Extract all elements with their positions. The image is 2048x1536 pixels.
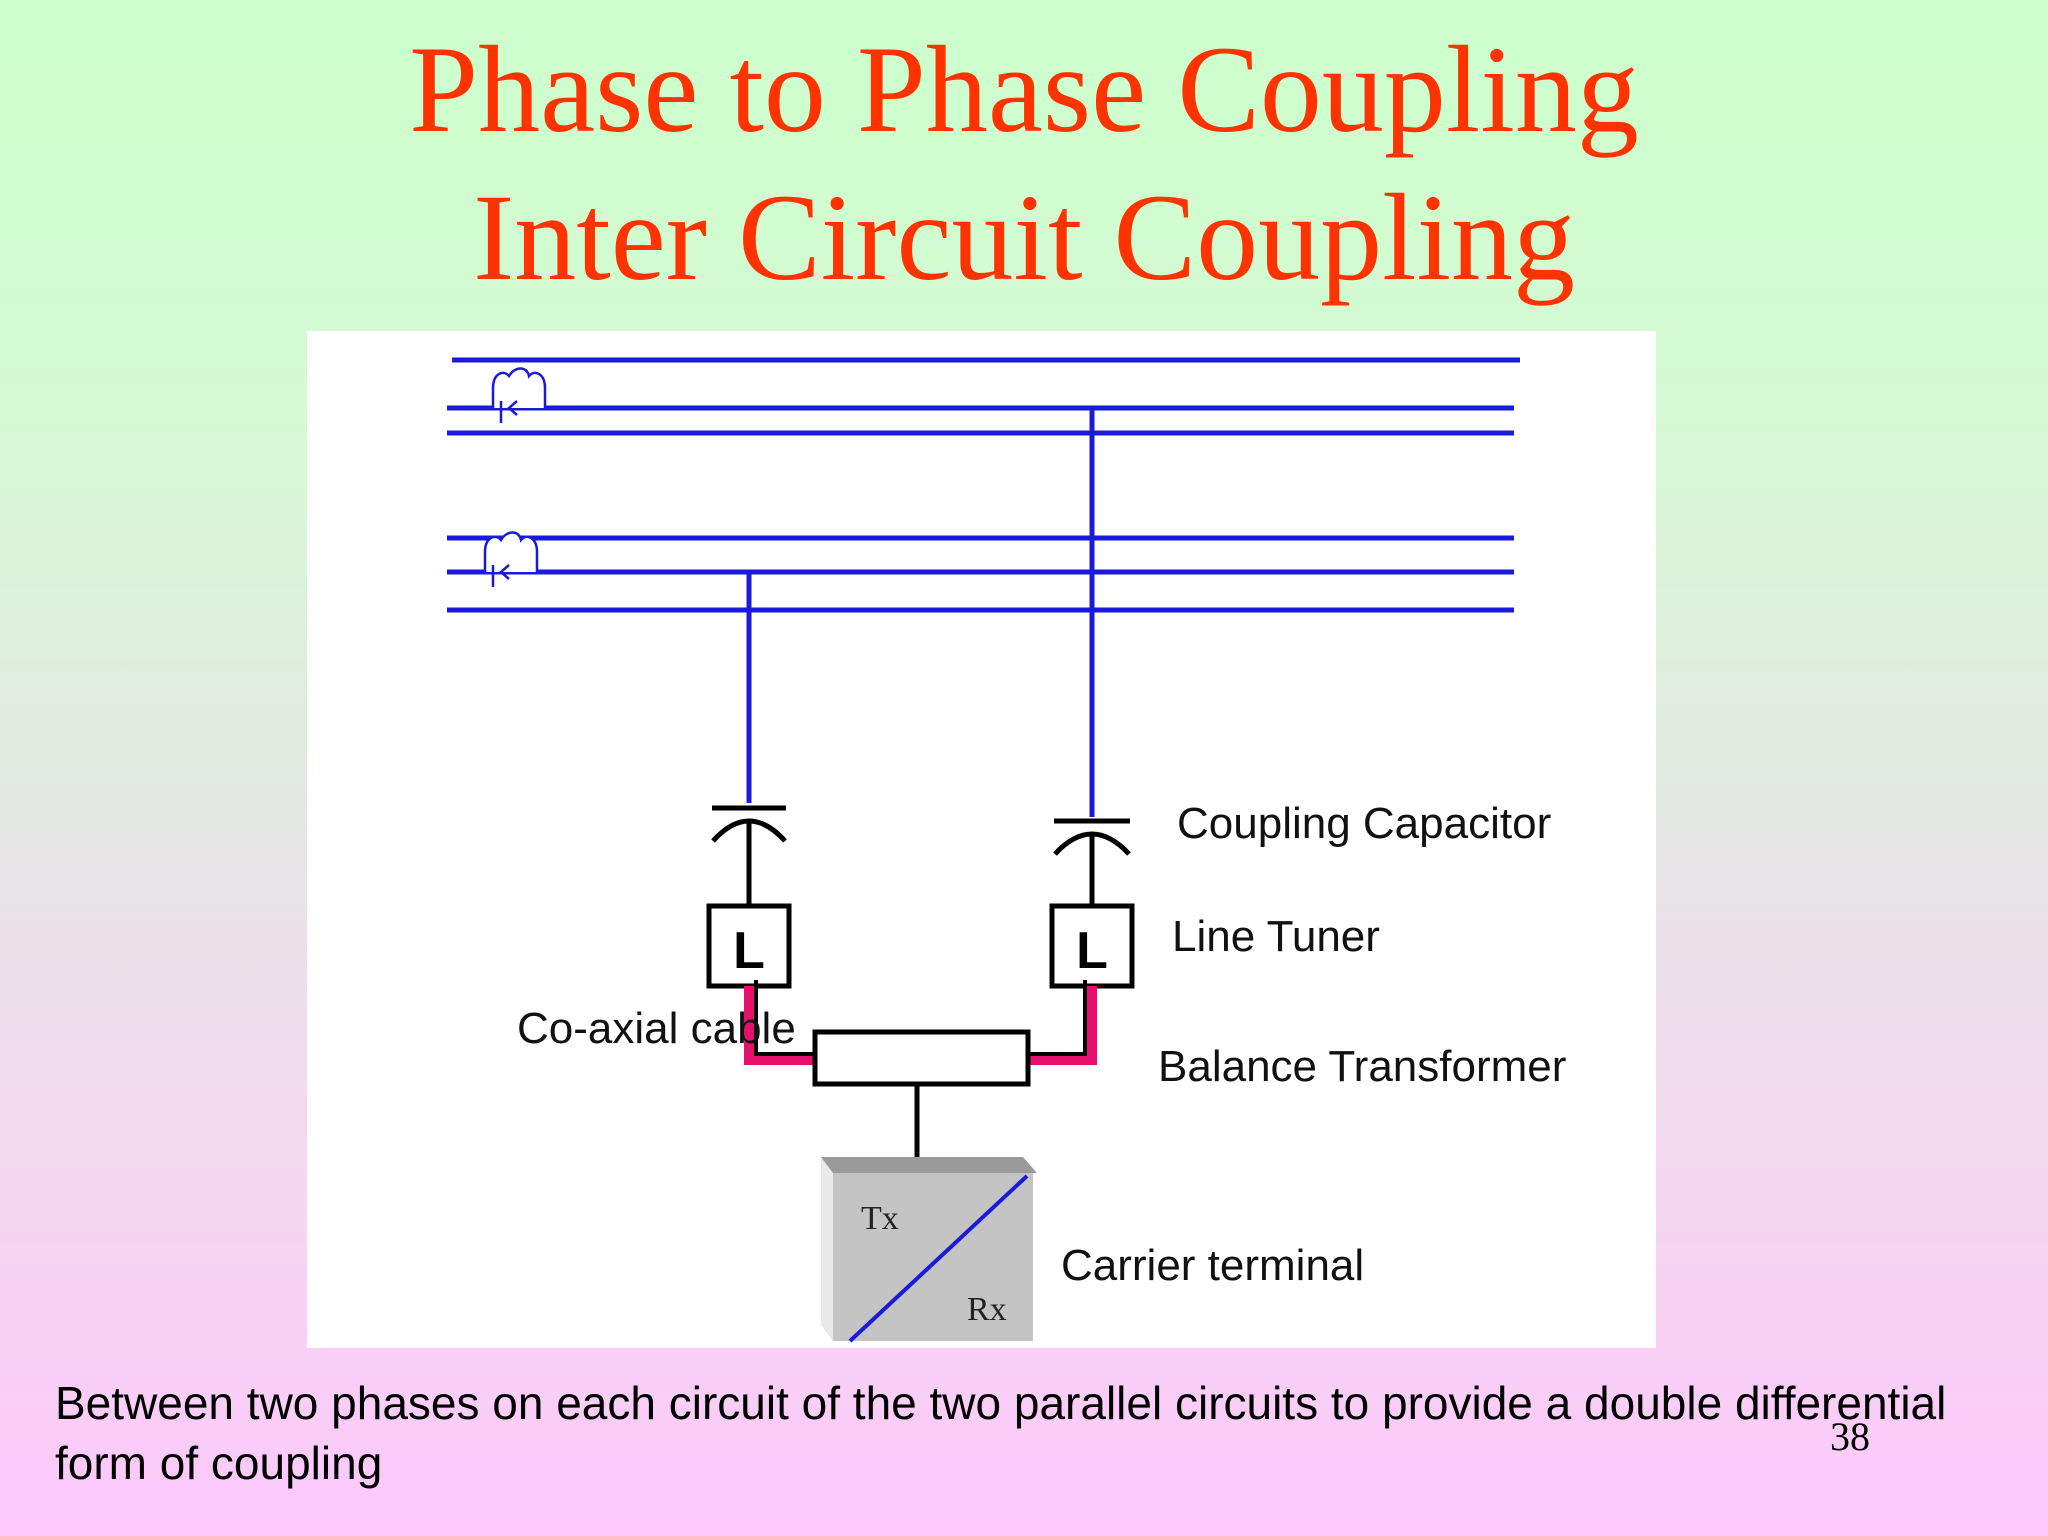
right-coupling-capacitor-icon	[1053, 818, 1131, 906]
left-coax-core	[754, 980, 822, 1056]
left-coax-pink	[744, 986, 815, 1065]
circuit-2-lines	[447, 535, 1514, 613]
right-coax-pink	[1028, 986, 1097, 1065]
left-tuner-letter: L	[733, 922, 765, 980]
balance-transformer	[812, 1029, 1031, 1087]
slide-caption: Between two phases on each circuit of th…	[55, 1377, 1947, 1489]
right-line-tuner: L	[1049, 903, 1135, 989]
coupling-diagram: L L Tx Rx Coupling Capacitor Line T	[447, 357, 1566, 1343]
line-trap-1-icon	[491, 367, 547, 423]
rx-label: Rx	[967, 1291, 1007, 1328]
drop-conductors	[746, 408, 1095, 817]
coaxial-cables	[744, 980, 1097, 1065]
carrier-terminal-label: Carrier terminal	[1061, 1241, 1364, 1290]
left-coupling-capacitor-icon	[711, 805, 787, 906]
balance-transformer-label: Balance Transformer	[1158, 1042, 1566, 1091]
slide-title-line-1: Phase to Phase Coupling	[409, 21, 1639, 158]
right-coax-core	[1021, 980, 1087, 1056]
page-number: 38	[1830, 1414, 1870, 1459]
coaxial-cable-label: Co-axial cable	[517, 1004, 796, 1053]
line-tuner-label: Line Tuner	[1172, 912, 1380, 961]
tx-label: Tx	[861, 1200, 899, 1237]
circuit-1-lines	[447, 357, 1520, 436]
left-line-tuner: L	[706, 903, 792, 989]
right-tuner-letter: L	[1076, 922, 1108, 980]
diagram-panel: L L Tx Rx Coupling Capacitor Line T	[307, 331, 1656, 1348]
carrier-terminal: Tx Rx	[821, 1157, 1037, 1343]
coupling-capacitor-label: Coupling Capacitor	[1177, 799, 1551, 848]
slide-title-line-2: Inter Circuit Coupling	[472, 169, 1576, 306]
line-trap-2-icon	[483, 531, 539, 587]
